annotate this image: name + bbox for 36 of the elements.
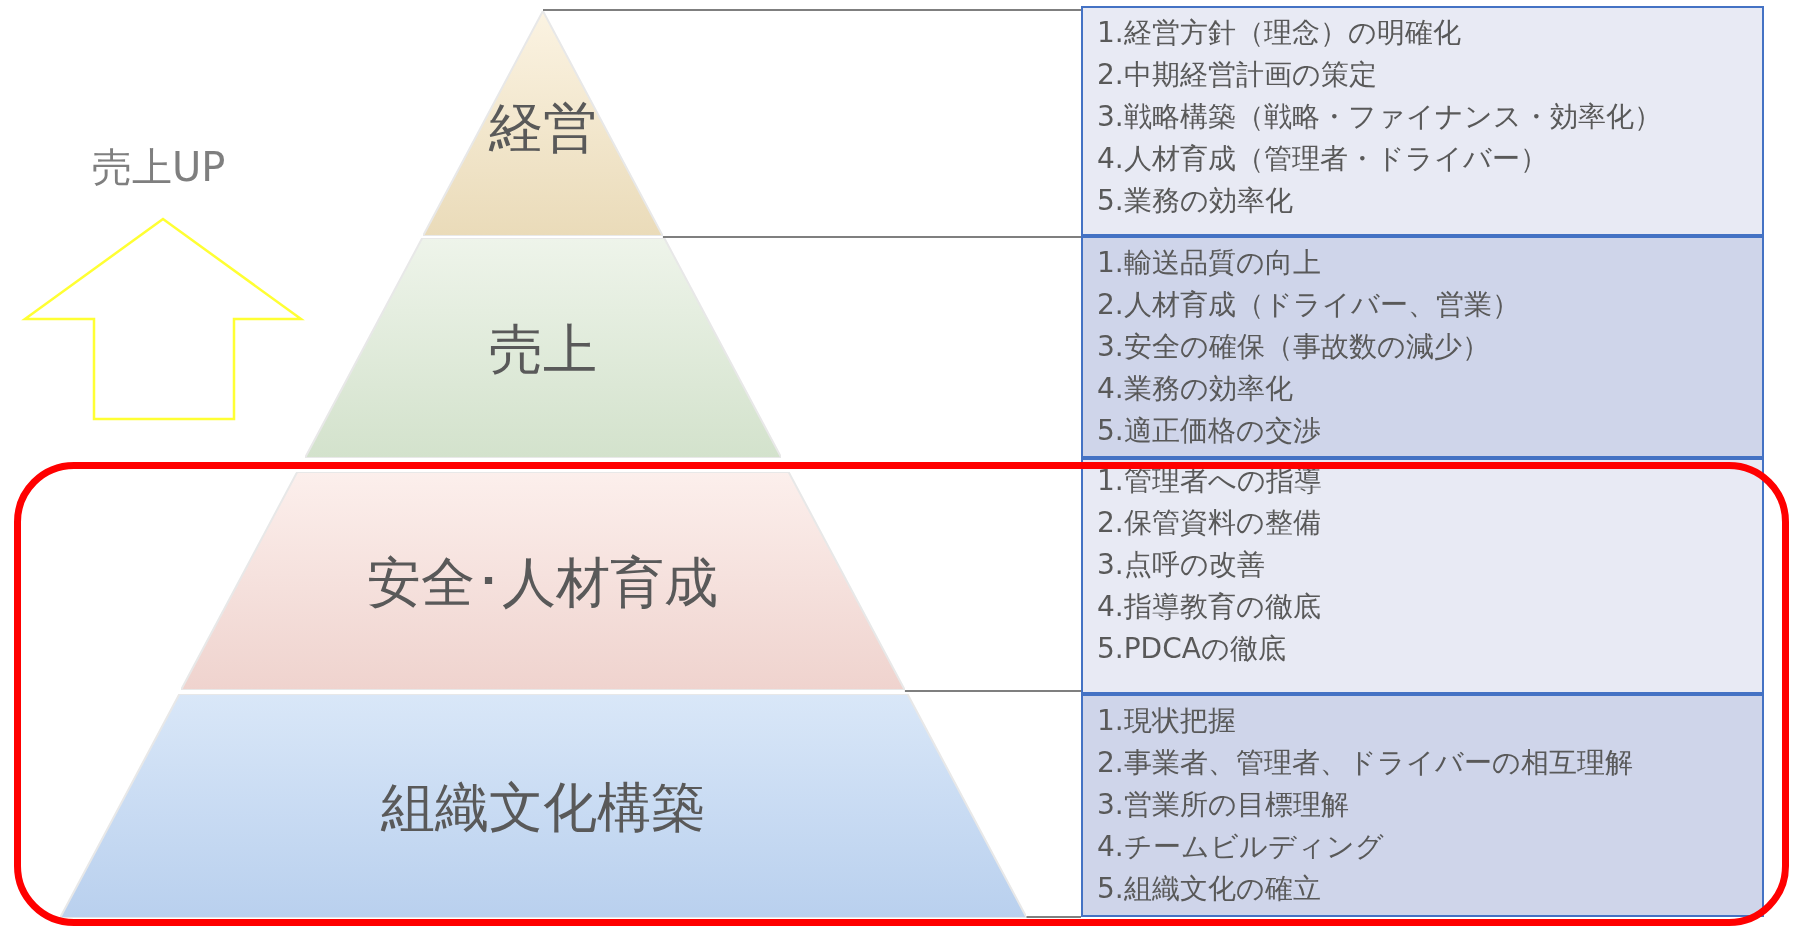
list-item: 4.人材育成（管理者・ドライバー） bbox=[1097, 141, 1549, 177]
connector-line bbox=[661, 236, 1082, 238]
arrow-label: 売上UP bbox=[92, 143, 226, 192]
list-item: 1.輸送品質の向上 bbox=[1097, 245, 1322, 281]
list-box bbox=[1081, 236, 1764, 458]
list-item: 2.事業者、管理者、ドライバーの相互理解 bbox=[1097, 745, 1634, 781]
tier-label: 組織文化構築 bbox=[380, 775, 706, 841]
top-pyramid-tier bbox=[423, 11, 663, 236]
pyramid-tier bbox=[181, 472, 905, 690]
pyramid-tier bbox=[304, 238, 782, 458]
tier-label: 経営 bbox=[488, 95, 598, 161]
tier-label: 売上 bbox=[488, 317, 598, 383]
list-item: 5.業務の効率化 bbox=[1097, 183, 1294, 219]
list-item: 1.現状把握 bbox=[1097, 703, 1237, 739]
connector-line bbox=[1025, 916, 1082, 918]
list-item: 3.点呼の改善 bbox=[1097, 547, 1266, 583]
list-item: 3.安全の確保（事故数の減少） bbox=[1097, 329, 1491, 365]
list-box bbox=[1081, 694, 1764, 917]
list-item: 2.人材育成（ドライバー、営業） bbox=[1097, 287, 1521, 323]
connector-line bbox=[903, 690, 1082, 692]
list-item: 3.戦略構築（戦略・ファイナンス・効率化） bbox=[1097, 99, 1663, 135]
list-item: 3.営業所の目標理解 bbox=[1097, 787, 1350, 823]
list-item: 4.業務の効率化 bbox=[1097, 371, 1294, 407]
list-item: 4.指導教育の徹底 bbox=[1097, 589, 1322, 625]
list-item: 5.組織文化の確立 bbox=[1097, 871, 1322, 907]
list-box bbox=[1081, 6, 1764, 236]
list-item: 5.適正価格の交渉 bbox=[1097, 413, 1322, 449]
list-item: 5.PDCAの徹底 bbox=[1097, 631, 1287, 667]
pyramid-tier bbox=[59, 694, 1027, 918]
tier-label: 安全･人材育成 bbox=[366, 550, 720, 616]
list-item: 4.チームビルディング bbox=[1097, 829, 1385, 865]
list-item: 2.保管資料の整備 bbox=[1097, 505, 1322, 541]
connector-line bbox=[542, 9, 1082, 11]
list-box bbox=[1081, 458, 1764, 694]
list-item: 1.経営方針（理念）の明確化 bbox=[1097, 15, 1462, 51]
list-item: 2.中期経営計画の策定 bbox=[1097, 57, 1378, 93]
